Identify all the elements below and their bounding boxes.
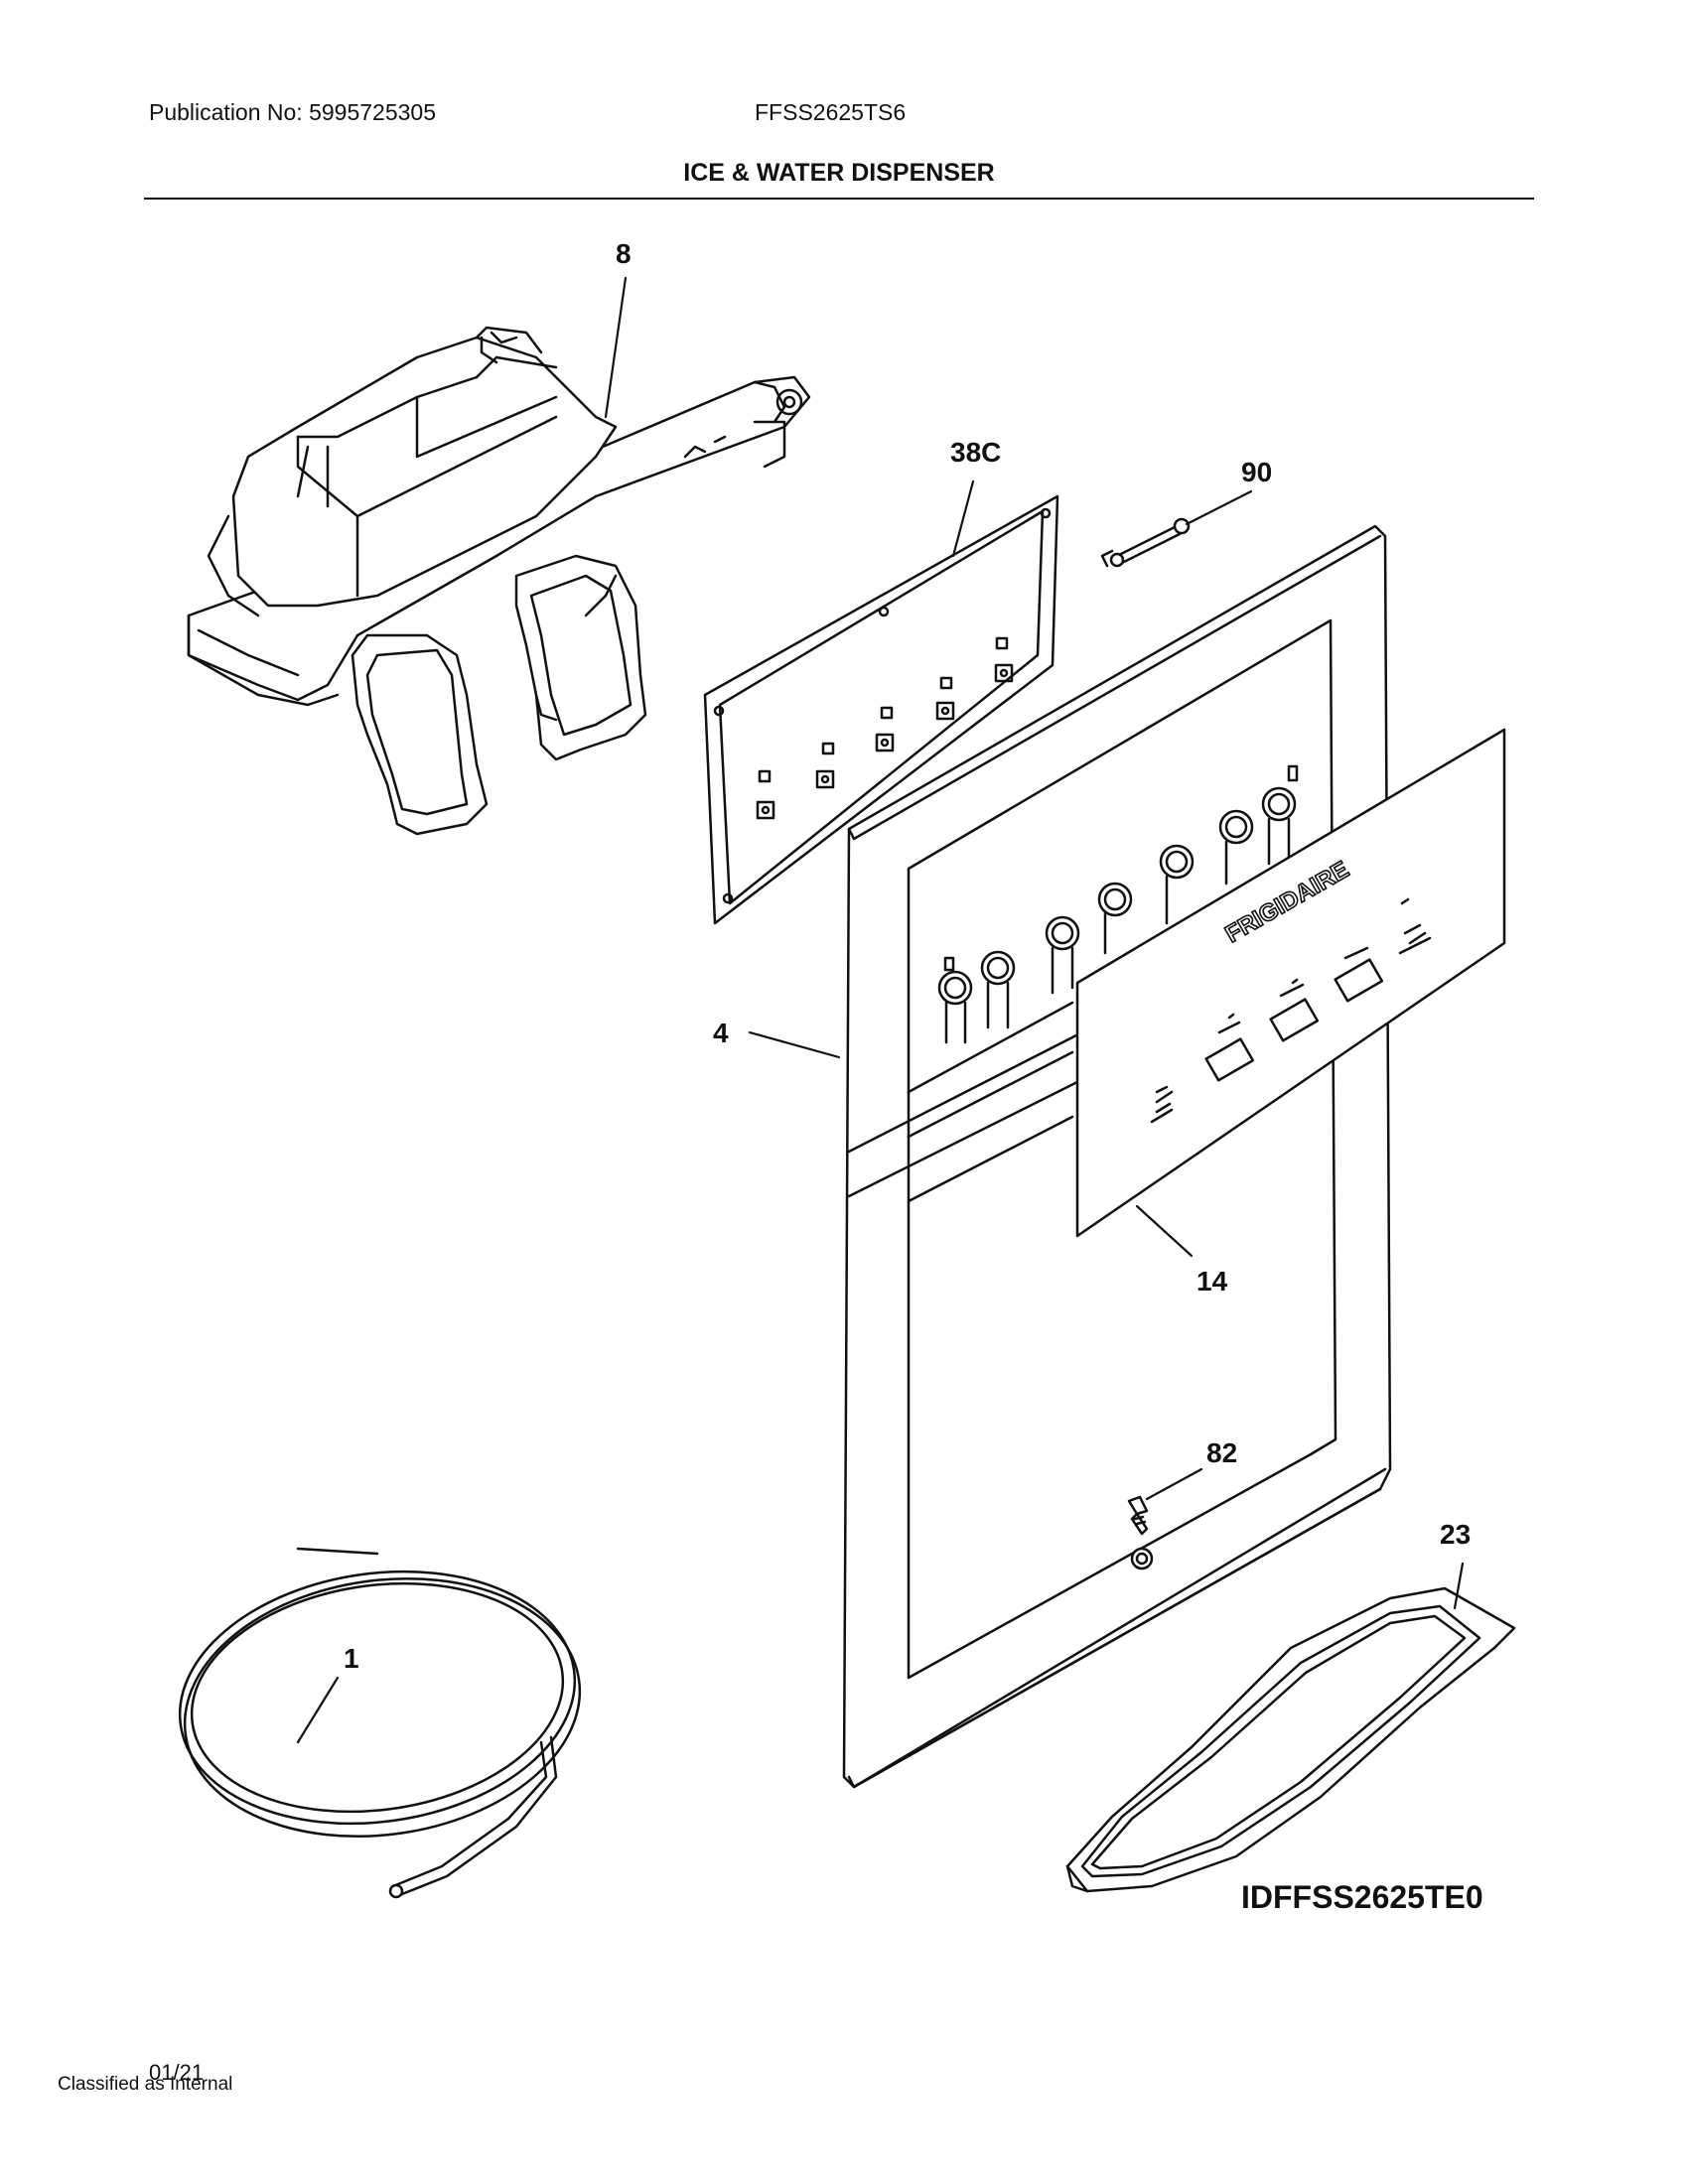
callout-14: 14 [1196,1266,1228,1297]
page-title: ICE & WATER DISPENSER [683,159,995,187]
callout-8: 8 [616,238,632,269]
callout-90: 90 [1241,457,1273,487]
control-overlay-panel [1075,728,1506,1238]
callout-23: 23 [1440,1519,1472,1550]
dispenser-actuator-assembly [187,326,811,836]
callout-4: 4 [713,1018,729,1048]
publication-number: Publication No: 5995725305 [149,99,437,125]
classification-label: Classified as Internal [58,2074,233,2095]
title-divider [144,198,1534,200]
leader-lines [296,276,1465,1744]
callout-38c: 38C [950,437,1002,468]
small-link-part [1100,517,1191,568]
footer-date: 01/21 [149,2060,205,2085]
control-board [703,494,1059,925]
drip-tray [1065,1586,1516,1893]
callout-1: 1 [344,1643,359,1674]
water-tubing-coil [178,1547,582,1899]
diagram-id: IDFFSS2625TE0 [1241,1879,1483,1915]
screw-part [1127,1495,1149,1536]
callout-82: 82 [1206,1437,1238,1468]
model-number: FFSS2625TS6 [755,99,907,125]
